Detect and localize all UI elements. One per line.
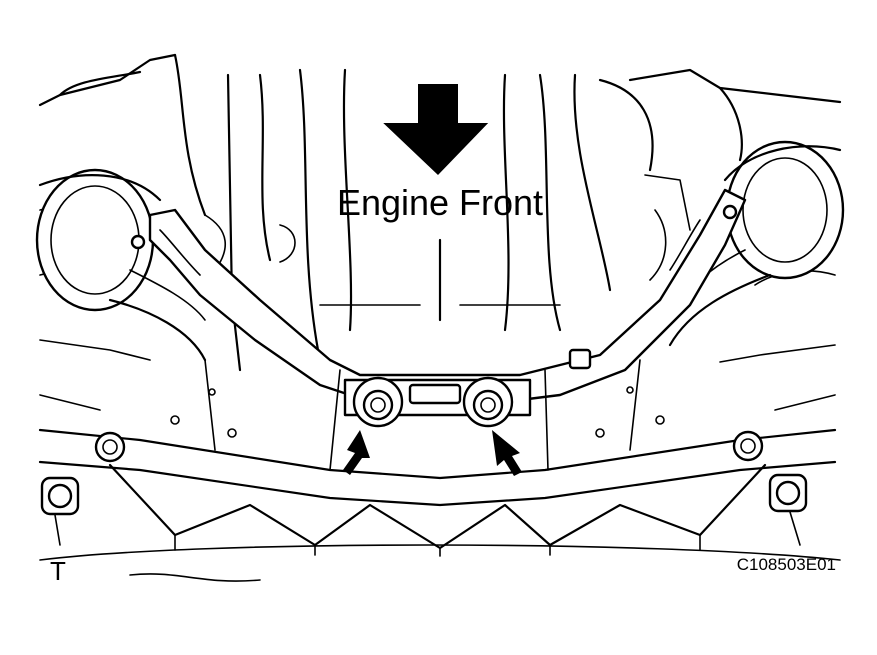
figure-code-label: C108503E01 (737, 555, 836, 574)
down-arrow-icon (378, 78, 493, 175)
pointer-arrow-icon-right (492, 430, 522, 476)
pointer-arrow-icon-left (343, 430, 370, 475)
mount-bolt-left (352, 376, 404, 428)
lower-frame (38, 359, 841, 582)
right-mount-cylinder (668, 140, 845, 347)
frame-bolts (40, 386, 808, 546)
engine-front-label: Engine Front (337, 182, 543, 223)
mount-bolt-right (462, 376, 514, 428)
corner-label: T (50, 556, 66, 586)
engine-outline (38, 53, 842, 411)
crossmember-bracket (130, 188, 747, 407)
